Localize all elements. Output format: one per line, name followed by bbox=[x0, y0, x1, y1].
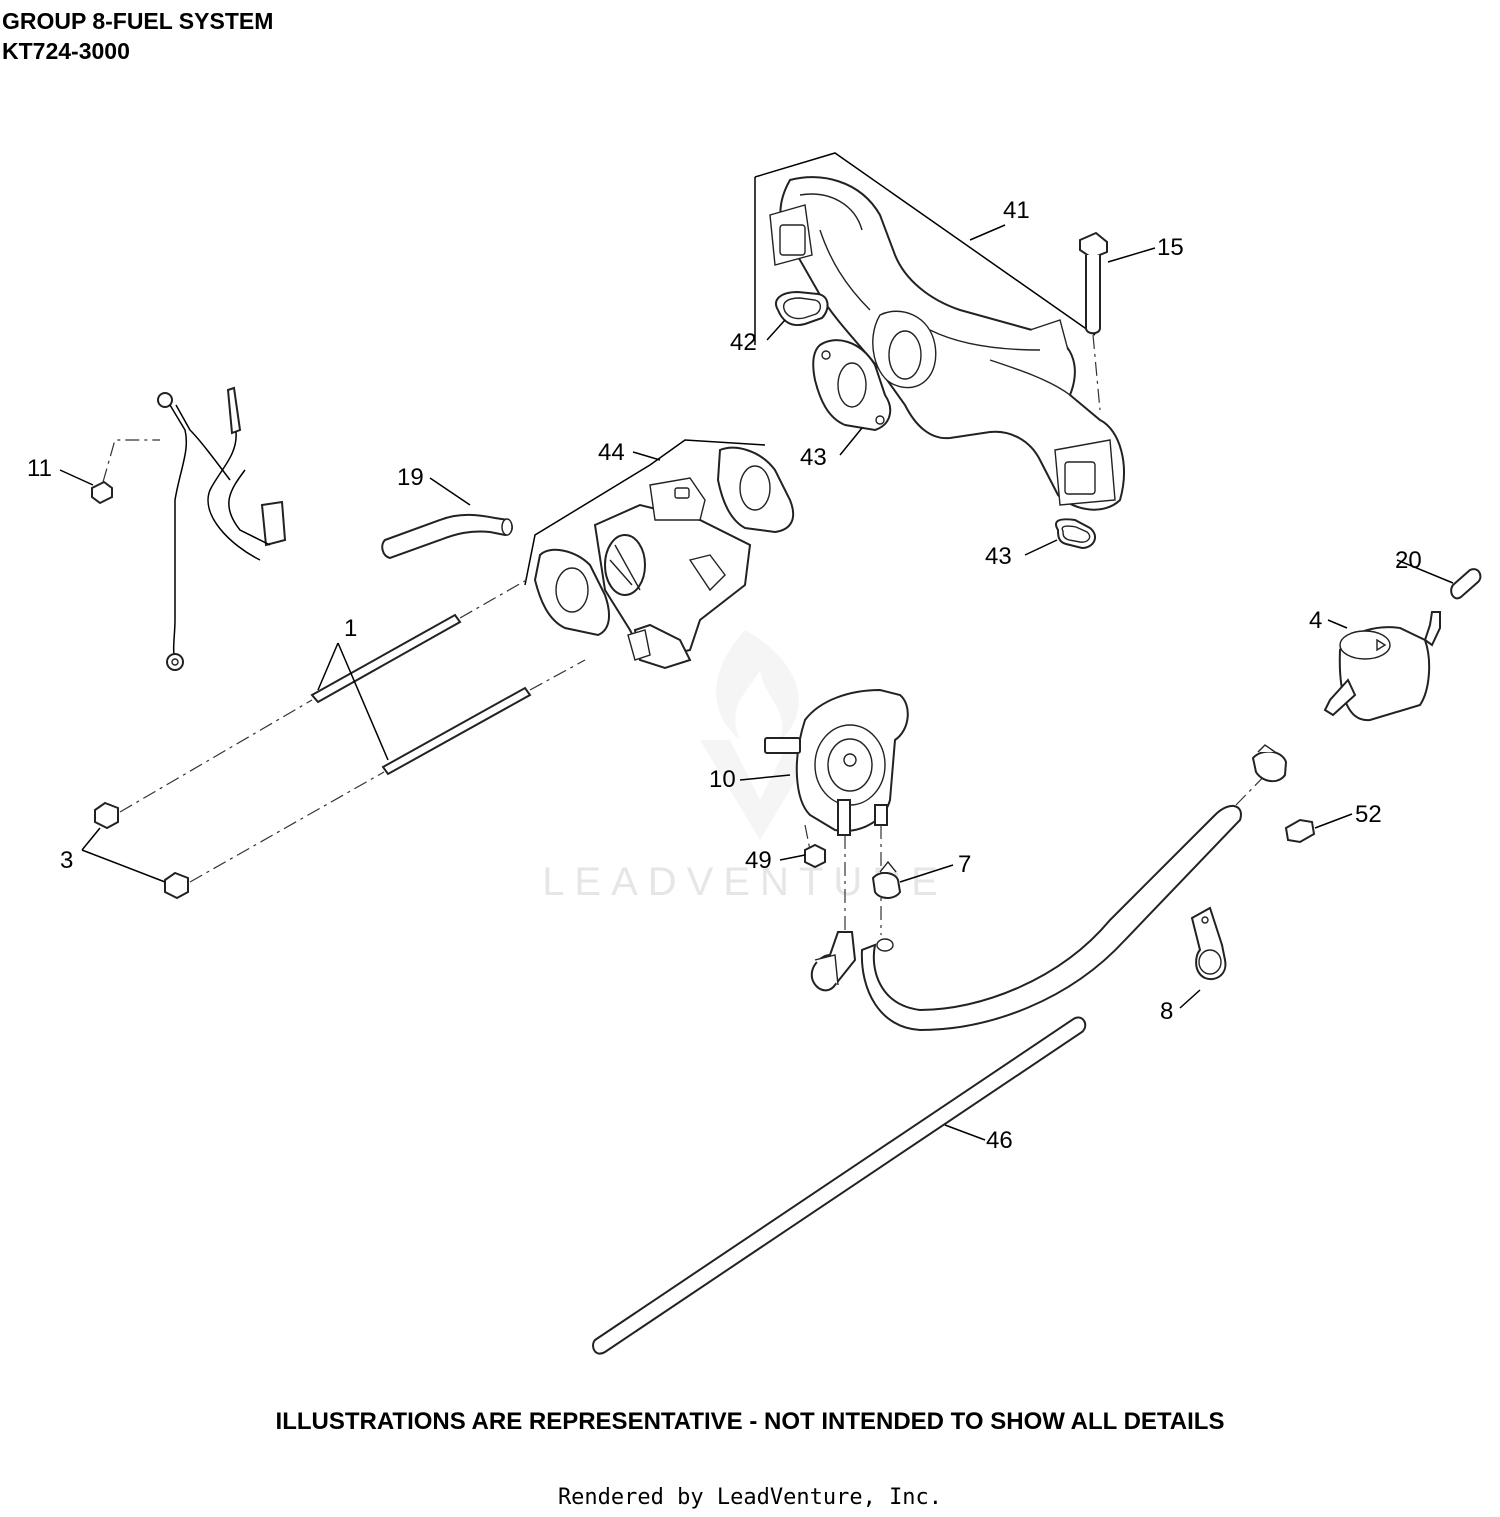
diagram-header: GROUP 8-FUEL SYSTEM KT724-3000 bbox=[2, 6, 273, 66]
callout-labels: 41 15 42 43 44 19 11 43 20 4 1 10 52 49 … bbox=[27, 197, 1422, 1154]
callout-15: 15 bbox=[1157, 234, 1184, 261]
fuel-filter bbox=[1323, 611, 1441, 722]
callout-11: 11 bbox=[27, 455, 52, 482]
filter-clamp bbox=[1251, 744, 1288, 783]
callout-41: 46 bbox=[986, 1127, 1013, 1154]
hose-clamp-small bbox=[871, 860, 902, 899]
rendered-by-credit: Rendered by LeadVenture, Inc. bbox=[557, 1485, 943, 1510]
callout-1: 1 bbox=[344, 615, 357, 642]
hose-clip bbox=[1190, 906, 1227, 980]
callout-49: 49 bbox=[745, 847, 772, 874]
fuel-pump bbox=[764, 688, 909, 935]
model-number: KT724-3000 bbox=[2, 38, 130, 64]
callout-44: 43 bbox=[800, 444, 827, 471]
wiring-harness bbox=[157, 386, 287, 671]
manifold-gasket-lower bbox=[1055, 518, 1097, 550]
watermark-text: LEADVENTURE bbox=[542, 860, 948, 904]
callout-43-upper: 42 bbox=[730, 329, 757, 356]
hose-plug bbox=[1450, 568, 1482, 600]
intake-gasket bbox=[812, 339, 892, 432]
callout-3: 3 bbox=[60, 847, 73, 874]
carburetor-nuts bbox=[81, 699, 385, 900]
carburetor-assembly bbox=[524, 439, 795, 670]
manifold-bolt bbox=[1079, 231, 1108, 411]
callout-7: 7 bbox=[958, 851, 971, 878]
group-title: GROUP 8-FUEL SYSTEM bbox=[2, 8, 274, 34]
watermark: LEADVENTURE bbox=[542, 630, 948, 904]
callout-10: 10 bbox=[709, 766, 736, 793]
callout-19: 19 bbox=[397, 464, 424, 491]
manifold-gasket-upper bbox=[775, 290, 829, 326]
callout-4: 4 bbox=[1309, 607, 1322, 634]
intake-manifold bbox=[754, 152, 1125, 511]
vent-hose bbox=[381, 513, 513, 560]
callout-46: 44 bbox=[598, 439, 625, 466]
fuel-line-hose bbox=[810, 759, 1281, 1032]
carburetor-studs bbox=[310, 577, 586, 776]
callout-52: 52 bbox=[1355, 801, 1382, 828]
watermark-flame-icon bbox=[700, 630, 820, 840]
callout-42: 41 bbox=[1003, 197, 1030, 224]
disclaimer-note: ILLUSTRATIONS ARE REPRESENTATIVE - NOT I… bbox=[275, 1408, 1225, 1435]
pump-screw bbox=[804, 843, 826, 869]
fuel-fitting bbox=[1284, 818, 1316, 844]
callout-20: 20 bbox=[1395, 547, 1422, 574]
fuel-hose-long bbox=[592, 1016, 1087, 1355]
leader-lines bbox=[59, 224, 1454, 1141]
ground-screw bbox=[91, 439, 160, 505]
callout-43-lower: 43 bbox=[985, 543, 1012, 570]
callout-8: 8 bbox=[1160, 998, 1173, 1025]
